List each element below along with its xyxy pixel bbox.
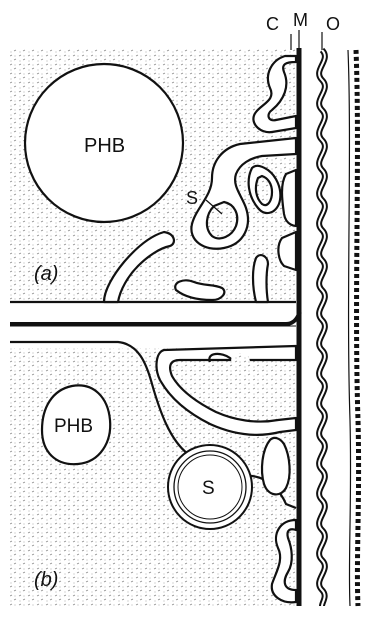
outer-membrane (319, 32, 325, 606)
s-layer (348, 50, 359, 606)
panel-b-cytoplasm (10, 342, 296, 606)
label-s-a: S (186, 188, 198, 208)
label-o: O (326, 14, 340, 34)
label-phb-a: PHB (84, 135, 125, 157)
label-phb-b: PHB (54, 416, 93, 437)
label-s-b: S (202, 478, 215, 499)
label-c: C (266, 14, 279, 34)
septum (10, 312, 300, 326)
label-panel-a: (a) (34, 263, 58, 285)
label-panel-b: (b) (34, 569, 58, 591)
label-m: M (293, 10, 308, 30)
